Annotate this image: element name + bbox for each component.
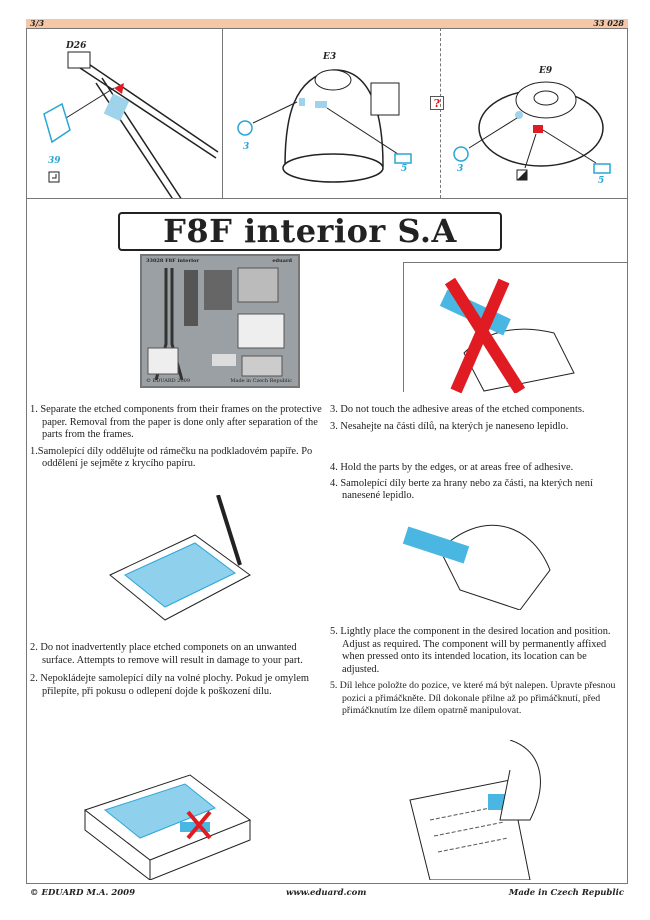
step-1-cz: 1.Samolepící díly oddělujte od rámečku n… bbox=[30, 445, 313, 470]
step-e3: E3 3 5 bbox=[223, 28, 440, 198]
part-label: D26 bbox=[66, 41, 87, 51]
question-mark-icon: ? bbox=[430, 96, 444, 110]
ring-drawing bbox=[453, 81, 611, 181]
part-number: 5 bbox=[401, 164, 408, 174]
part-number: 3 bbox=[457, 164, 464, 174]
fret-brand: eduard bbox=[272, 258, 292, 264]
hold-edges-illustration bbox=[402, 524, 551, 610]
step-3: 3. Do not touch the adhesive areas of th… bbox=[330, 404, 626, 433]
step-1: 1. Separate the etched components from t… bbox=[30, 404, 328, 471]
footer-made-in: Made in Czech Republic bbox=[508, 888, 624, 898]
step-2-cz: 2. Nepokládejte samolepící díly na volné… bbox=[30, 673, 309, 697]
step-5: 5. Lightly place the component in the de… bbox=[330, 626, 626, 718]
pressing-illustration bbox=[409, 740, 541, 880]
crossed-hand-drawing bbox=[439, 277, 575, 395]
page-frame bbox=[26, 28, 628, 884]
footer-url[interactable]: www.eduard.com bbox=[286, 888, 367, 898]
part-number: 5 bbox=[598, 176, 605, 186]
cutting-illustration bbox=[109, 495, 251, 621]
fret-parts bbox=[147, 267, 285, 380]
divider bbox=[440, 28, 441, 198]
dome-drawing bbox=[237, 69, 412, 183]
step-3-cz: 3. Nesahejte na části dílů, na kterých j… bbox=[330, 420, 569, 432]
fret-copyright: © EDUARD 2009 bbox=[146, 378, 191, 384]
fret-made-in: Made in Czech Republic bbox=[230, 378, 292, 384]
part-label: E3 bbox=[323, 52, 337, 62]
fret-code: 33028 F8F interior bbox=[146, 258, 199, 264]
step-4: 4. Hold the parts by the edges, or at ar… bbox=[330, 462, 626, 503]
part-number: 3 bbox=[243, 142, 250, 152]
step-5-cz: 5. Díl lehce položte do pozice, ve které… bbox=[330, 680, 616, 717]
step-d26: D26 39 bbox=[26, 28, 222, 198]
divider bbox=[26, 198, 628, 199]
divider bbox=[222, 28, 223, 198]
kit-code: 33 028 bbox=[593, 18, 624, 28]
wrong-surface-illustration bbox=[83, 774, 252, 880]
step-4-cz: 4. Samolepící díly berte za hrany nebo z… bbox=[330, 477, 593, 502]
page-number: 3/3 bbox=[30, 18, 45, 28]
page-header: 3/3 33 028 bbox=[26, 19, 628, 28]
step-1-en: 1. Separate the etched components from t… bbox=[30, 404, 322, 441]
photo-etch-fret-image: 33028 F8F interior eduard © EDUARD 2009 … bbox=[140, 254, 300, 388]
step-4-en: 4. Hold the parts by the edges, or at ar… bbox=[330, 462, 574, 473]
step-3-en: 3. Do not touch the adhesive areas of th… bbox=[330, 404, 585, 415]
part-label: E9 bbox=[539, 66, 553, 76]
do-not-touch-illustration bbox=[403, 262, 628, 395]
lever-drawing bbox=[43, 51, 219, 198]
footer-copyright: © EDUARD M.A. 2009 bbox=[30, 888, 135, 898]
step-e9: E9 3 5 bbox=[441, 28, 628, 198]
step-2: 2. Do not inadvertently place etched com… bbox=[30, 642, 328, 698]
step-5-en: 5. Lightly place the component in the de… bbox=[330, 626, 611, 675]
part-number: 39 bbox=[48, 156, 61, 166]
step-2-en: 2. Do not inadvertently place etched com… bbox=[30, 642, 303, 666]
sheet-title: F8F interior S.A bbox=[118, 212, 502, 251]
